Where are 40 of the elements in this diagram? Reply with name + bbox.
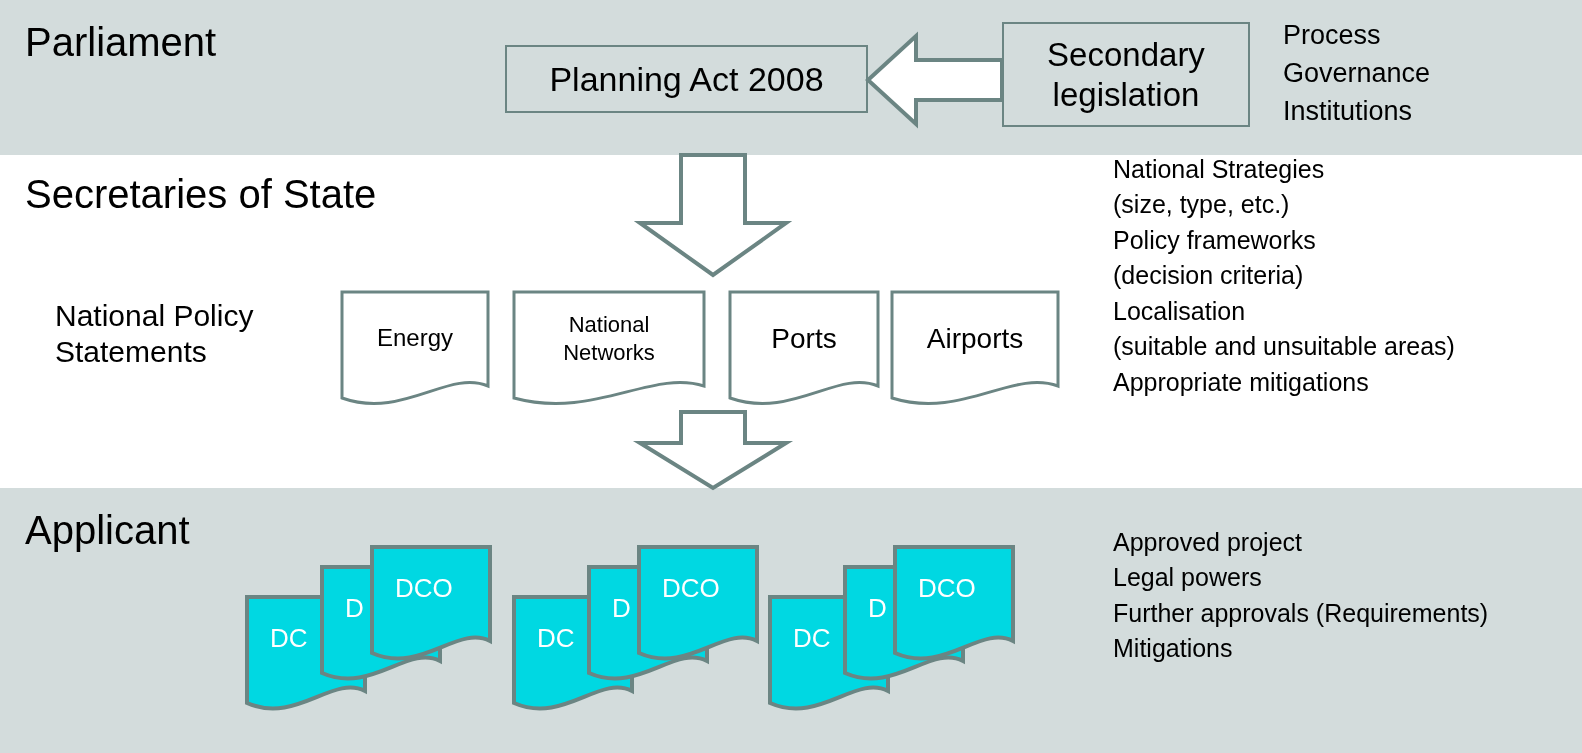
- note-text: Institutions: [1283, 96, 1413, 127]
- note-text: Appropriate mitigations: [1113, 368, 1369, 397]
- note-text: (suitable and unsuitable areas): [1113, 332, 1455, 361]
- document-label: DCO: [918, 573, 976, 604]
- box-label: Planning Act 2008: [548, 58, 825, 100]
- note-text: National Policy Statements: [55, 298, 255, 370]
- band-title: Applicant: [25, 508, 190, 553]
- parliament-band: [0, 0, 1582, 155]
- note-text: Governance: [1283, 58, 1431, 89]
- note-text: (size, type, etc.): [1113, 190, 1290, 219]
- note-text: Mitigations: [1113, 634, 1233, 663]
- document-label: D: [868, 593, 887, 624]
- document-label: DC: [537, 623, 575, 654]
- note-text: Policy frameworks: [1113, 226, 1316, 255]
- act-box: [505, 45, 868, 113]
- note-text: National Strategies: [1113, 155, 1325, 184]
- block-arrow: [632, 410, 794, 491]
- document-label: DC: [793, 623, 831, 654]
- note-text: (decision criteria): [1113, 261, 1304, 290]
- document-label: DCO: [395, 573, 453, 604]
- note-text: Process: [1283, 20, 1381, 51]
- box-label: Secondary legislation: [1046, 34, 1206, 115]
- block-arrow: [865, 31, 1004, 129]
- document-label: D: [345, 593, 364, 624]
- document-label: Energy: [375, 323, 454, 353]
- document-label: Ports: [770, 321, 838, 356]
- band-title: Parliament: [25, 20, 217, 65]
- block-arrow: [633, 153, 793, 278]
- document-label: National Networks: [562, 310, 656, 366]
- note-text: Further approvals (Requirements): [1113, 599, 1489, 628]
- layer-title: Secretaries of State: [25, 172, 377, 217]
- applicant-band: [0, 488, 1582, 753]
- note-text: Approved project: [1113, 528, 1302, 557]
- document-label: Airports: [925, 321, 1025, 356]
- note-text: Localisation: [1113, 297, 1246, 326]
- document-label: DCO: [662, 573, 720, 604]
- document-label: D: [612, 593, 631, 624]
- document-label: DC: [270, 623, 308, 654]
- note-text: Legal powers: [1113, 563, 1262, 592]
- legislation-box: [1002, 22, 1250, 127]
